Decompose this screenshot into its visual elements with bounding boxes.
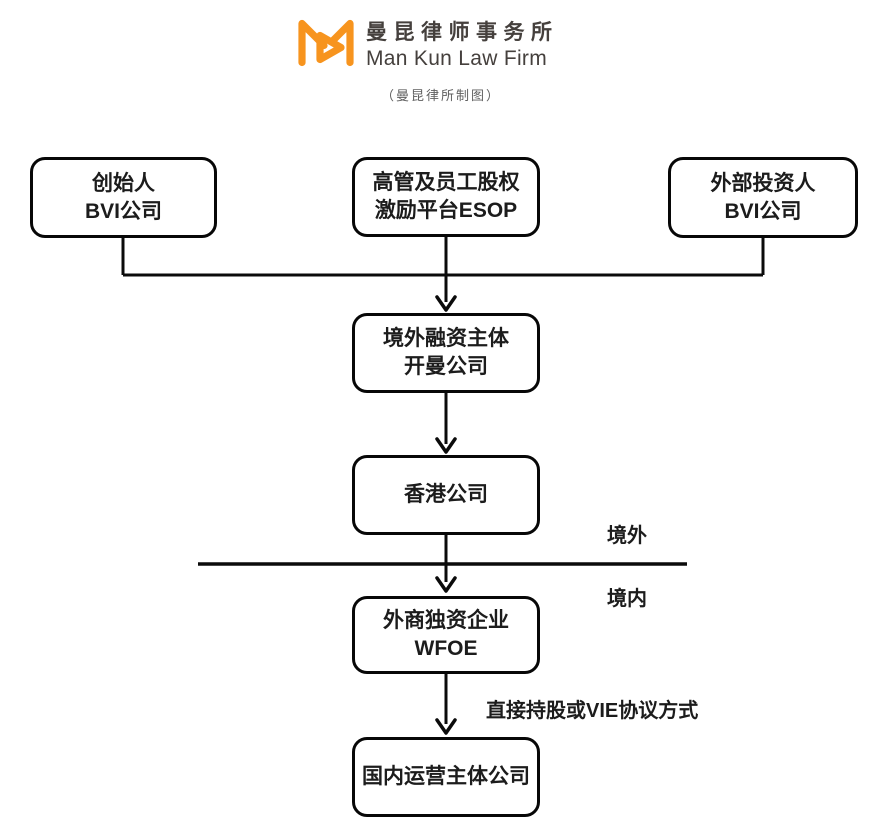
node-cayman-company: 境外融资主体 开曼公司	[352, 313, 540, 393]
node-label: BVI公司	[724, 199, 802, 223]
vie-arrow-note-label: 直接持股或VIE协议方式	[486, 700, 699, 722]
node-label: 外部投资人	[710, 171, 816, 195]
brand-name-cn: 曼昆律师事务所	[366, 21, 559, 44]
node-label: BVI公司	[84, 199, 162, 223]
node-esop-platform: 高管及员工股权 激励平台ESOP	[352, 157, 540, 237]
node-label: 境外融资主体	[383, 327, 509, 351]
brand-block: 曼昆律师事务所 Man Kun Law Firm	[366, 16, 559, 71]
node-label: 激励平台ESOP	[374, 199, 518, 222]
node-label: 国内运营主体公司	[362, 765, 530, 789]
brand-name-en: Man Kun Law Firm	[366, 47, 548, 70]
onshore-label: 境内	[607, 588, 647, 610]
node-founder-bvi: 创始人 BVI公司	[30, 157, 217, 238]
node-wfoe: 外商独资企业 WFOE	[352, 596, 540, 674]
node-domestic-operating-company: 国内运营主体公司	[352, 737, 540, 817]
node-label: 高管及员工股权	[372, 171, 520, 195]
node-label: 创始人	[92, 171, 155, 195]
node-hongkong-company: 香港公司	[352, 455, 540, 535]
offshore-label: 境外	[607, 525, 647, 547]
node-label: 外商独资企业	[383, 609, 509, 633]
node-label: WFOE	[414, 637, 478, 660]
node-label: 开曼公司	[404, 355, 488, 378]
diagram-caption: （曼昆律所制图）	[380, 88, 501, 103]
man-kun-logo-icon	[298, 19, 354, 67]
node-label: 香港公司	[404, 483, 488, 507]
node-investor-bvi: 外部投资人 BVI公司	[668, 157, 858, 238]
